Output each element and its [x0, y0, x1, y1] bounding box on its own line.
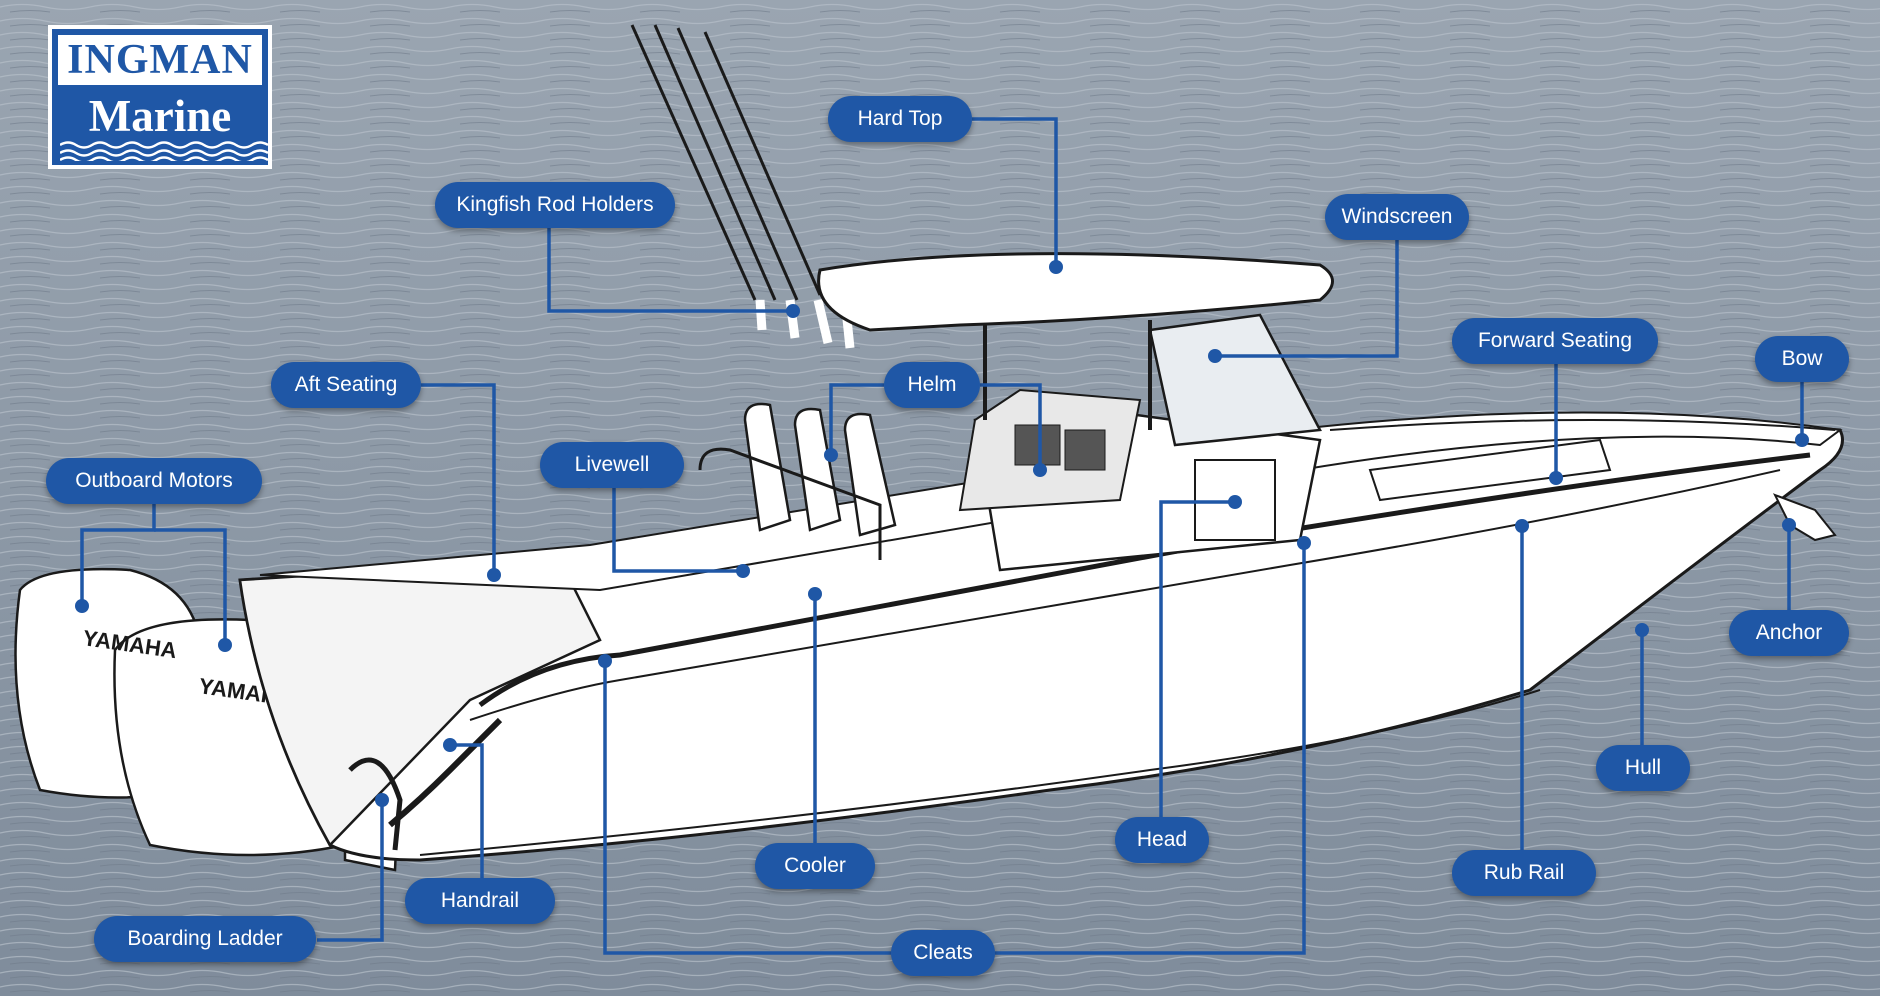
dot-cleats [598, 654, 612, 668]
leader-outboard-motors [80, 504, 156, 606]
label-cleats: Cleats [891, 930, 995, 976]
leader-boarding-ladder [317, 800, 384, 942]
leader-dots [75, 260, 1809, 807]
rub-rail-line [478, 452, 1811, 708]
chine-line [469, 469, 1781, 721]
leader-lines [80, 117, 1804, 955]
helm-screen-1 [1014, 424, 1061, 466]
dot-anchor [1782, 518, 1796, 532]
logo-waves-icon [60, 141, 268, 161]
dot-hard-top [1049, 260, 1063, 274]
leaning-post-rail [698, 447, 882, 560]
label-forward-seating: Forward Seating [1452, 318, 1658, 364]
label-handrail: Handrail [405, 878, 555, 924]
dot-head [1228, 495, 1242, 509]
label-boarding-ladder: Boarding Ladder [94, 916, 316, 962]
label-head: Head [1115, 817, 1209, 863]
label-anchor: Anchor [1729, 610, 1849, 656]
leader-helm [829, 383, 884, 455]
dot-kingfish-rod-holders [786, 304, 800, 318]
label-outboard-motors: Outboard Motors [46, 458, 262, 504]
dot-hull [1635, 623, 1649, 637]
dot-forward-seating [1549, 471, 1563, 485]
leader-cleats [603, 661, 891, 955]
leader-head [1159, 500, 1235, 817]
dot-livewell [736, 564, 750, 578]
dot-outboard-motors-2 [218, 638, 232, 652]
leader-handrail [450, 743, 484, 878]
dot-cooler [808, 587, 822, 601]
leader-hard-top [972, 117, 1058, 267]
dot-handrail [443, 738, 457, 752]
bow-rail [1329, 419, 1836, 431]
helm-screen-2 [1064, 429, 1106, 471]
leader-outboard-motors-2 [154, 528, 227, 645]
label-hull: Hull [1596, 745, 1690, 791]
ingman-marine-logo: INGMAN Marine [48, 25, 272, 169]
leader-kingfish-rod-holders [547, 228, 793, 313]
leader-windscreen [1215, 240, 1399, 358]
helm-seats [743, 402, 897, 537]
label-hard-top: Hard Top [828, 96, 972, 142]
dot-boarding-ladder [375, 793, 389, 807]
boarding-ladder-drawing [348, 757, 403, 851]
leader-cleats-2 [995, 543, 1306, 955]
dot-cleats-2 [1297, 536, 1311, 550]
dot-aft-seating [487, 568, 501, 582]
label-cooler: Cooler [755, 843, 875, 889]
label-aft-seating: Aft Seating [271, 362, 421, 408]
hard-top-drawing [817, 252, 1334, 332]
label-helm: Helm [884, 362, 980, 408]
dot-helm-2 [1033, 463, 1047, 477]
transom-drawing [238, 558, 602, 848]
label-livewell: Livewell [540, 442, 684, 488]
windscreen-drawing [1148, 313, 1322, 447]
forward-seat-drawing [1368, 438, 1612, 502]
dot-helm [824, 448, 838, 462]
logo-line1: INGMAN [58, 35, 262, 85]
dot-rub-rail [1515, 519, 1529, 533]
leader-livewell [612, 488, 743, 573]
logo-line2: Marine [88, 91, 232, 141]
dot-outboard-motors [75, 599, 89, 613]
label-bow: Bow [1755, 336, 1849, 382]
dot-bow [1795, 433, 1809, 447]
leader-helm-2 [980, 383, 1042, 470]
dot-windscreen [1208, 349, 1222, 363]
label-rub-rail: Rub Rail [1452, 850, 1596, 896]
leader-aft-seating [421, 383, 496, 575]
label-kingfish-rod-holders: Kingfish Rod Holders [435, 182, 675, 228]
waterline [419, 689, 1541, 856]
label-windscreen: Windscreen [1325, 194, 1469, 240]
